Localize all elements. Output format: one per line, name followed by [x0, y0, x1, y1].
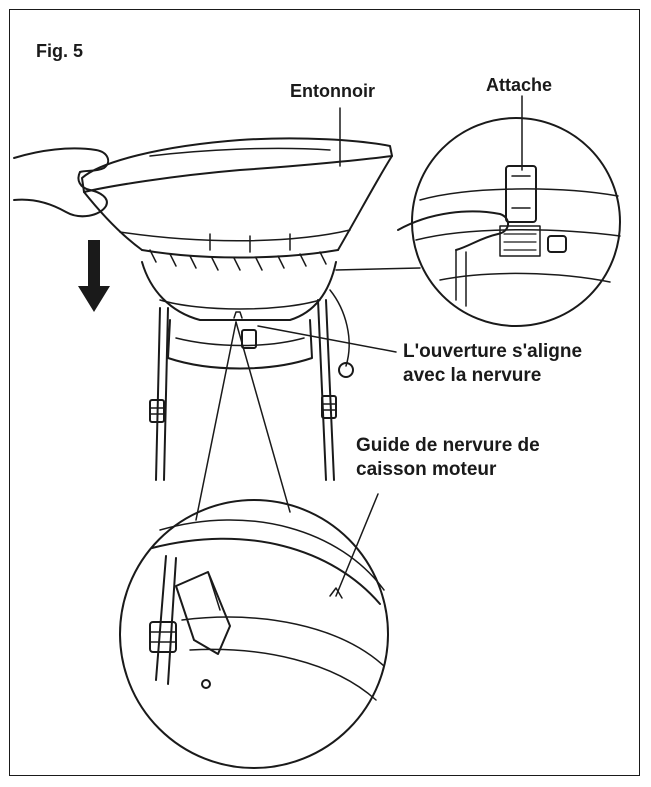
down-arrow-icon — [78, 240, 110, 312]
motor-housing — [141, 261, 337, 370]
rib-guide-line-2: caisson moteur — [356, 458, 497, 480]
figure-label: Fig. 5 — [36, 41, 84, 61]
rib-guide-line-1: Guide de nervure de — [356, 435, 540, 456]
opening-leader — [257, 325, 397, 353]
support-legs — [149, 289, 354, 481]
guide-leader — [335, 493, 379, 597]
opening-alignment-line-2: avec la nervure — [403, 364, 542, 386]
figure-frame — [9, 9, 640, 776]
funnel — [81, 137, 393, 271]
clip-connector-line — [335, 267, 421, 271]
clip-label: Attache — [486, 75, 553, 95]
clip-detail-circle — [397, 117, 621, 327]
rib-guide-label: Guide de nervure de caisson moteur — [356, 434, 540, 482]
funnel-label: Entonnoir — [290, 81, 375, 101]
rib-guide-detail-circle — [119, 499, 389, 769]
opening-alignment-line-1: L'ouverture s'aligne — [403, 341, 583, 362]
zoom-line-left — [195, 321, 237, 521]
hand-left — [13, 147, 110, 218]
zoom-line-right — [235, 321, 291, 513]
opening-alignment-label: L'ouverture s'aligne avec la nervure — [403, 340, 582, 388]
